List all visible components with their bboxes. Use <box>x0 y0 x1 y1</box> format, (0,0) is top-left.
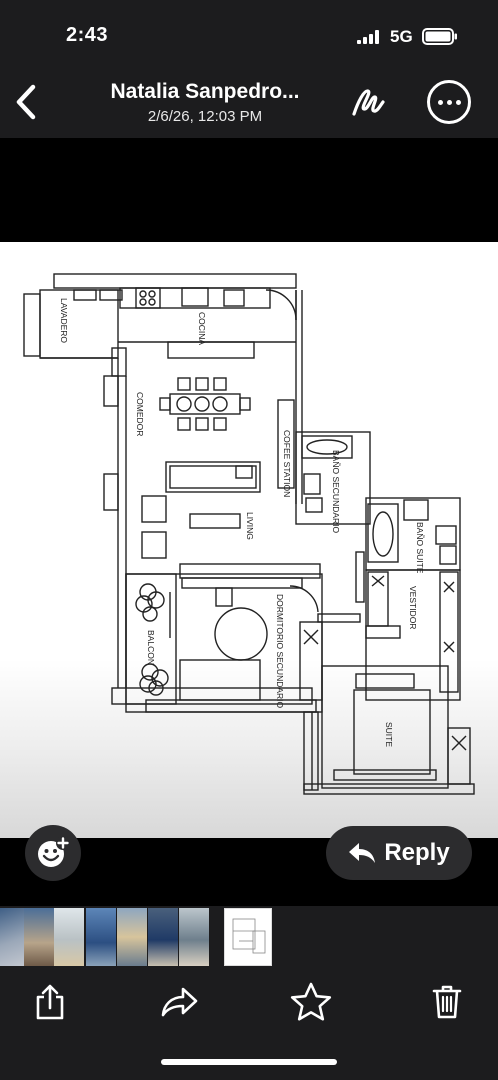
photo-thumbnail[interactable] <box>54 908 84 966</box>
photo-thumbnail[interactable] <box>24 908 54 966</box>
markup-scribble-icon <box>352 89 385 116</box>
room-label-cocina: COCINA <box>197 312 207 345</box>
room-label-cofee-station: COFEE STATION <box>282 430 292 497</box>
floor-plan-thumbnail-icon <box>232 918 266 954</box>
floor-plan-drawing: LAVADERO COCINA COMEDOR COFEE STATION BA… <box>23 273 475 795</box>
room-label-vestidor: VESTIDOR <box>408 586 418 629</box>
nav-bar: Natalia Sanpedro... 2/6/26, 12:03 PM <box>0 70 498 138</box>
reply-label: Reply <box>384 839 450 866</box>
reply-button[interactable]: Reply <box>326 826 472 880</box>
star-icon <box>290 982 332 1021</box>
photo-thumbnail-selected[interactable] <box>224 908 272 966</box>
room-label-suite: SUITE <box>384 722 394 747</box>
cellular-signal-icon <box>357 30 379 44</box>
room-label-living: LIVING <box>245 512 255 540</box>
room-label-lavadero: LAVADERO <box>59 298 69 343</box>
room-label-balcon: BALCON <box>146 630 156 665</box>
forward-button[interactable] <box>158 980 202 1024</box>
back-button[interactable] <box>8 78 44 126</box>
share-icon <box>36 984 64 1020</box>
trash-icon <box>432 985 462 1019</box>
photo-thumbnail[interactable] <box>86 908 116 966</box>
reply-arrow-icon <box>349 843 376 863</box>
forward-arrow-icon <box>161 987 198 1017</box>
photo-thumbnail[interactable] <box>179 908 209 966</box>
more-dot-icon <box>455 99 461 105</box>
delete-button[interactable] <box>425 980 469 1024</box>
more-options-button[interactable] <box>427 80 471 124</box>
network-type: 5G <box>390 27 413 46</box>
more-dot-icon <box>437 99 443 105</box>
photo-thumbnail[interactable] <box>117 908 147 966</box>
home-indicator[interactable] <box>161 1059 337 1065</box>
share-button[interactable] <box>28 980 72 1024</box>
room-label-bano-suite: BAÑO SUITE <box>415 522 425 574</box>
chevron-left-icon <box>16 84 36 120</box>
thumbnail-strip <box>0 906 498 968</box>
room-label-dormitorio-secundario: DORMITORIO SECUNDARIO <box>275 594 285 709</box>
favorite-button[interactable] <box>289 980 333 1024</box>
photo-letterbox-top <box>0 138 498 242</box>
battery-icon <box>422 28 457 45</box>
more-dot-icon <box>446 99 452 105</box>
add-reaction-button[interactable] <box>25 825 81 881</box>
photo-viewer[interactable]: LAVADERO COCINA COMEDOR COFEE STATION BA… <box>0 242 498 838</box>
markup-button[interactable] <box>344 78 392 126</box>
photo-thumbnail[interactable] <box>148 908 178 966</box>
smiley-plus-icon <box>38 836 70 867</box>
message-timestamp: 2/6/26, 12:03 PM <box>147 108 263 125</box>
conversation-title[interactable]: Natalia Sanpedro... <box>110 80 300 103</box>
status-bar: 2:43 5G <box>0 0 498 70</box>
room-label-comedor: COMEDOR <box>135 392 145 436</box>
room-label-bano-secundario: BAÑO SECUNDARIO <box>331 450 341 534</box>
status-time: 2:43 <box>66 24 109 46</box>
